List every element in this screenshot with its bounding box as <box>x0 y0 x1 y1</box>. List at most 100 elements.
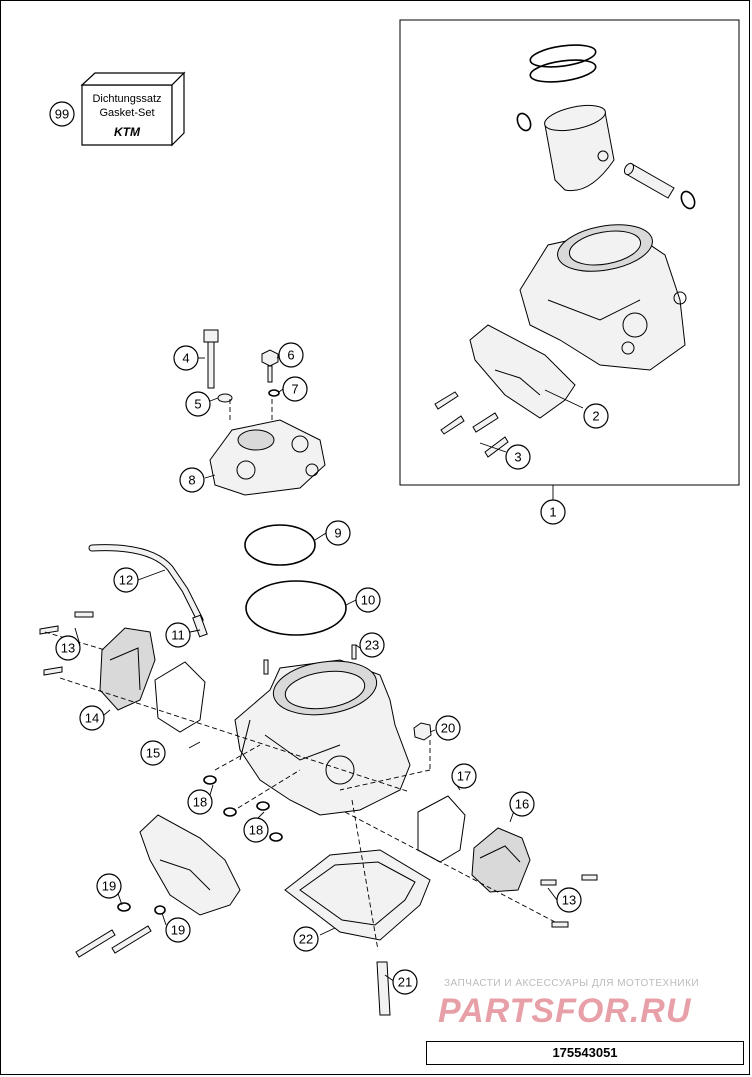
circlip-left <box>516 112 532 132</box>
hose-nipple <box>192 614 208 638</box>
svg-text:7: 7 <box>291 382 298 397</box>
svg-text:18: 18 <box>193 795 207 810</box>
o-ring-18d <box>269 832 283 842</box>
piston-ring-lower <box>529 59 597 83</box>
callout-15: 15 <box>140 740 166 766</box>
callout-17: 17 <box>451 763 477 789</box>
gasket-set-box: Dichtungssatz Gasket-Set KTM <box>80 71 186 147</box>
gasket-set-line1: Dichtungssatz <box>92 93 161 105</box>
flange-bolt-right <box>111 925 152 954</box>
exhaust-flange-kit <box>469 324 576 419</box>
svg-text:19: 19 <box>171 923 185 938</box>
svg-text:12: 12 <box>119 573 133 588</box>
head-stud <box>267 365 273 383</box>
svg-text:4: 4 <box>182 351 189 366</box>
cylinder-kit-box <box>399 19 740 486</box>
callout-5: 5 <box>185 391 211 417</box>
callout-21: 21 <box>392 969 418 995</box>
exhaust-flange <box>139 814 241 916</box>
o-ring-18a <box>203 775 217 785</box>
svg-text:13: 13 <box>562 893 576 908</box>
callout-99: 99 <box>49 101 75 127</box>
svg-text:2: 2 <box>592 409 599 424</box>
svg-text:19: 19 <box>102 879 116 894</box>
dowel-pin <box>376 961 391 1016</box>
svg-text:23: 23 <box>365 638 379 653</box>
svg-text:5: 5 <box>194 397 201 412</box>
cylinder-base-gasket <box>284 849 431 941</box>
flange-spring-right <box>154 905 166 915</box>
cylinder-stud-right <box>351 644 357 660</box>
part-number: 175543051 <box>426 1041 744 1065</box>
head-o-ring-small <box>244 524 316 566</box>
ktm-logo: KTM <box>114 125 141 139</box>
svg-text:13: 13 <box>61 641 75 656</box>
callout-2: 2 <box>583 403 609 429</box>
callout-16: 16 <box>509 791 535 817</box>
cylinder-nut <box>413 722 432 741</box>
o-ring-18c <box>256 801 270 811</box>
flange-spring-left <box>117 902 131 912</box>
piston-ring-upper <box>529 44 597 68</box>
callout-22: 22 <box>293 926 319 952</box>
gasket-set-line2: Gasket-Set <box>99 107 154 119</box>
callout-4: 4 <box>173 345 199 371</box>
callout-6: 6 <box>278 342 304 368</box>
callout-12: 12 <box>113 567 139 593</box>
svg-text:22: 22 <box>299 932 313 947</box>
svg-text:16: 16 <box>515 797 529 812</box>
head-o-ring-large <box>245 580 347 636</box>
flange-bolt-left <box>75 929 116 958</box>
svg-text:21: 21 <box>398 975 412 990</box>
head-bolt <box>203 329 219 389</box>
callout-7: 7 <box>282 376 308 402</box>
svg-text:15: 15 <box>146 746 160 761</box>
cylinder-kit <box>519 224 687 371</box>
callout-14: 14 <box>79 705 105 731</box>
coolant-cover-right <box>471 827 531 893</box>
coolant-cover-gasket-left <box>154 661 206 733</box>
svg-text:6: 6 <box>287 348 294 363</box>
callout-11: 11 <box>165 622 191 648</box>
piston-pin <box>623 162 675 199</box>
watermark-tagline: ЗАПЧАСТИ И АКСЕССУАРЫ ДЛЯ МОТОТЕХНИКИ <box>444 978 700 989</box>
head-nut-washer <box>268 389 280 397</box>
svg-text:3: 3 <box>514 450 521 465</box>
cylinder-main <box>234 659 411 816</box>
callout-13-right: 13 <box>556 887 582 913</box>
callout-13-left: 13 <box>55 635 81 661</box>
callout-10: 10 <box>355 587 381 613</box>
svg-text:20: 20 <box>441 721 455 736</box>
callout-9: 9 <box>325 520 351 546</box>
svg-text:17: 17 <box>457 769 471 784</box>
callout-18-upper: 18 <box>187 789 213 815</box>
callout-1: 1 <box>540 499 566 525</box>
screws-right <box>540 874 598 928</box>
svg-text:18: 18 <box>249 823 263 838</box>
callout-19-left: 19 <box>96 873 122 899</box>
callout-8: 8 <box>179 467 205 493</box>
cylinder-head <box>209 419 326 496</box>
svg-text:11: 11 <box>171 628 185 643</box>
circlip-right <box>680 190 696 210</box>
cylinder-stud-left <box>263 659 269 675</box>
callout-19-right: 19 <box>165 917 191 943</box>
head-nut <box>261 349 279 367</box>
callout-20: 20 <box>435 715 461 741</box>
o-ring-18b <box>223 807 237 817</box>
svg-text:9: 9 <box>334 526 341 541</box>
kit-bolts <box>434 391 509 458</box>
svg-text:8: 8 <box>188 473 195 488</box>
svg-text:10: 10 <box>361 593 375 608</box>
callout-18-lower: 18 <box>243 817 269 843</box>
svg-text:14: 14 <box>85 711 99 726</box>
screws-left <box>39 611 94 676</box>
svg-text:1: 1 <box>549 505 556 520</box>
watermark-logo: PARTSFOR.RU <box>438 992 692 1030</box>
coolant-cover-left <box>99 627 156 711</box>
callout-23: 23 <box>359 632 385 658</box>
piston <box>544 104 615 192</box>
